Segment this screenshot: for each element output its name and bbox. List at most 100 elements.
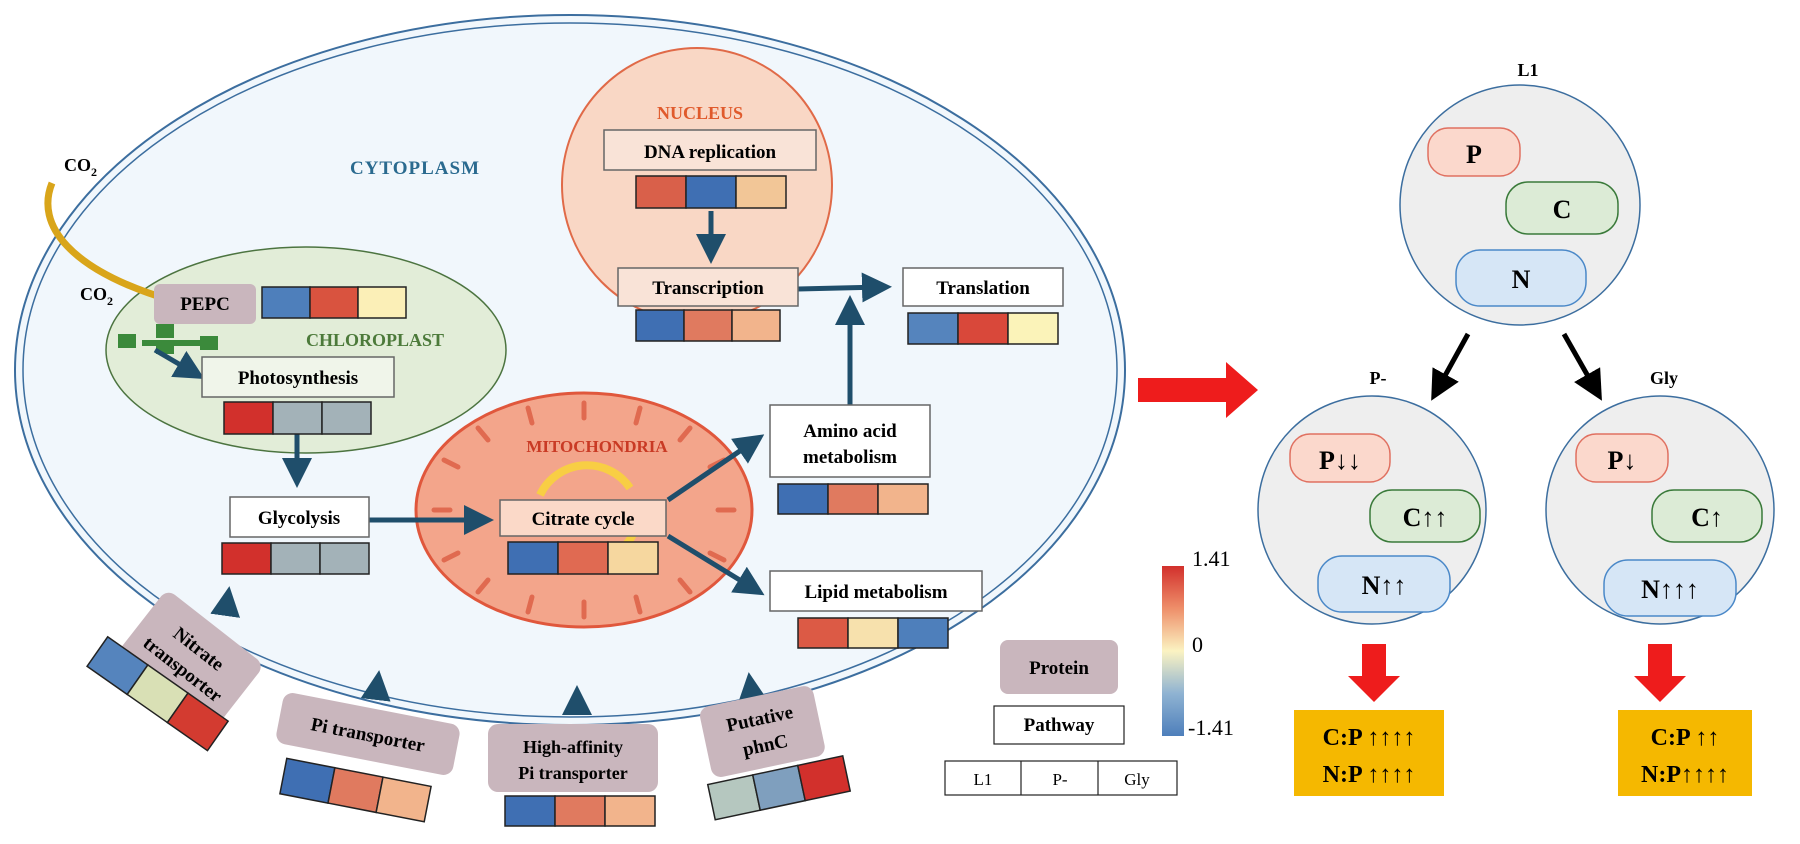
heatmap-cell: [319, 542, 370, 575]
nucleus-label: NUCLEUS: [657, 103, 743, 123]
svg-text:N:P↑↑↑↑: N:P↑↑↑↑: [1641, 762, 1729, 788]
co2-inflow-arrow-icon: [44, 181, 172, 304]
heatmap-pi-transporter: [279, 757, 432, 823]
branch-arrows: [1431, 332, 1602, 401]
cell-membrane-inner: [22, 22, 1118, 718]
heatmap-cell: [279, 757, 336, 804]
heatmap-high-affinity-pi-transporter: [504, 795, 656, 827]
pathway-translation: Translation: [902, 267, 1064, 307]
heatmap-cell: [221, 542, 272, 575]
heatmap-cell: [847, 617, 899, 649]
heatmap-cell: [777, 483, 829, 515]
heatmap-cell: [504, 795, 556, 827]
colorbar-max: 1.41: [1192, 546, 1231, 571]
gly-p-box: P↓: [1575, 433, 1669, 483]
svg-text:N↑↑↑: N↑↑↑: [1641, 575, 1699, 604]
svg-text:PEPC: PEPC: [180, 294, 230, 315]
svg-text:C:P ↑↑↑↑: C:P ↑↑↑↑: [1323, 725, 1416, 751]
heatmap-photosynthesis: [223, 401, 372, 435]
heatmap-cell: [375, 776, 432, 823]
pathway-glycolysis: Glycolysis: [229, 496, 370, 538]
l1-c-box: C: [1505, 181, 1619, 235]
svg-text:Translation: Translation: [936, 278, 1030, 299]
heatmap-cell: [877, 483, 929, 515]
l1-n-box: N: [1455, 249, 1587, 307]
colorbar: 1.41 0 -1.41: [1162, 546, 1234, 740]
gly-label: Gly: [1650, 368, 1678, 388]
pathway-transcription: Transcription: [617, 267, 799, 307]
p-minus-p-box: P↓↓: [1289, 433, 1391, 483]
co2-label-inner: CO2: [80, 284, 113, 308]
heatmap-cell: [685, 175, 737, 209]
l1-p-box: P: [1427, 127, 1521, 177]
heatmap-dna-replication: [635, 175, 787, 209]
heatmap-cell: [957, 312, 1009, 345]
pathway-dna-replication: DNA replication: [603, 129, 817, 171]
svg-text:High-affinity: High-affinity: [523, 737, 623, 757]
heatmap-cell: [554, 795, 606, 827]
heatmap-transcription: [635, 309, 781, 342]
colorbar-mid: 0: [1192, 632, 1203, 657]
gly-ratio-box: C:P ↑↑ N:P↑↑↑↑: [1618, 710, 1752, 796]
legend-col-gly: Gly: [1124, 770, 1150, 789]
mitochondria-label: MITOCHONDRIA: [526, 437, 668, 456]
heatmap-cell: [735, 175, 787, 209]
heatmap-cell: [897, 617, 949, 649]
heatmap-cell: [731, 309, 781, 342]
transition-arrow-icon: [1138, 362, 1258, 418]
heatmap-cell: [635, 175, 687, 209]
legend-protein-label: Protein: [1029, 658, 1089, 679]
svg-text:N↑↑: N↑↑: [1362, 571, 1407, 600]
heatmap-pepc: [261, 286, 407, 319]
heatmap-cell: [796, 754, 852, 802]
pathway-citrate-cycle: Citrate cycle: [499, 499, 667, 537]
heatmap-cell: [270, 542, 321, 575]
heatmap-putative-phnc: [706, 754, 852, 821]
gly-c-box: C↑: [1651, 489, 1763, 543]
legend: Protein Pathway L1 P- Gly: [944, 640, 1178, 796]
heatmap-cell: [557, 541, 609, 575]
p-minus-n-box: N↑↑: [1317, 555, 1451, 613]
colorbar-min: -1.41: [1188, 715, 1234, 740]
heatmap-cell: [635, 309, 685, 342]
svg-text:C↑↑: C↑↑: [1403, 503, 1448, 532]
heatmap-cell: [321, 401, 372, 435]
svg-text:N:P ↑↑↑↑: N:P ↑↑↑↑: [1323, 762, 1416, 788]
protein-pi-transporter: Pi transporter: [276, 693, 460, 775]
heatmap-cell: [309, 286, 359, 319]
svg-text:Lipid metabolism: Lipid metabolism: [804, 582, 947, 603]
svg-text:Photosynthesis: Photosynthesis: [238, 368, 358, 389]
heatmap-cell: [797, 617, 849, 649]
legend-col-l1: L1: [974, 770, 993, 789]
heatmap-lipid-metabolism: [797, 617, 949, 649]
heatmap-cell: [907, 312, 959, 345]
gly-down-arrow-icon: [1634, 644, 1686, 702]
heatmap-glycolysis: [221, 542, 370, 575]
heatmap-cell: [607, 541, 659, 575]
heatmap-cell: [507, 541, 559, 575]
svg-text:DNA replication: DNA replication: [644, 142, 777, 163]
svg-text:N: N: [1512, 265, 1531, 294]
svg-text:Glycolysis: Glycolysis: [258, 508, 340, 529]
protein-high-affinity-pi-transporter: High-affinity Pi transporter: [488, 724, 658, 792]
heatmap-cell: [751, 764, 807, 812]
chloroplast-label: CHLOROPLAST: [306, 330, 444, 350]
heatmap-cell: [261, 286, 311, 319]
svg-text:Amino acid: Amino acid: [803, 421, 897, 442]
heatmap-citrate-cycle: [507, 541, 659, 575]
p-minus-down-arrow-icon: [1348, 644, 1400, 702]
cytoplasm-label: CYTOPLASM: [350, 158, 480, 179]
heatmap-cell: [1007, 312, 1059, 345]
svg-text:P: P: [1466, 140, 1482, 169]
svg-text:Transcription: Transcription: [652, 278, 764, 299]
protein-pepc: PEPC: [154, 284, 256, 324]
pathway-amino-acid-metabolism: Amino acid metabolism: [769, 404, 931, 478]
heatmap-cell: [272, 401, 323, 435]
svg-text:C↑: C↑: [1691, 503, 1723, 532]
heatmap-cell: [706, 774, 762, 821]
heatmap-cell: [223, 401, 274, 435]
heatmap-nitrate-transporter: [86, 635, 230, 752]
gly-n-box: N↑↑↑: [1603, 559, 1737, 617]
pathway-arrows: [153, 211, 892, 715]
